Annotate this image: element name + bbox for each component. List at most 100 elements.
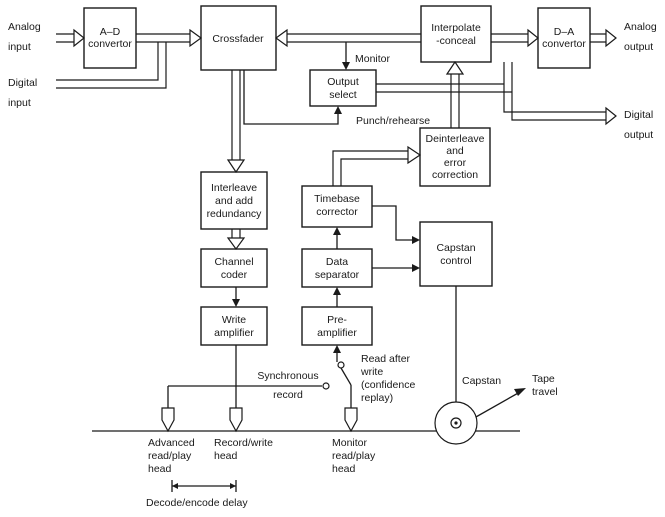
data-separator-box — [301, 248, 373, 288]
ao-line-2: output — [624, 41, 653, 53]
tape-travel-arrowhead — [514, 388, 526, 396]
capstan-control-box — [419, 221, 493, 287]
wa-line-2: amplifier — [214, 327, 254, 339]
separator-to-timebase-arrowhead — [333, 227, 341, 235]
analog-output-label: Analog output — [624, 21, 657, 53]
record-head-icon — [229, 407, 243, 433]
pre-amplifier-label: Pre-amplifier — [317, 314, 357, 339]
sr-line-1: Synchronous — [257, 370, 318, 382]
crossfader-line: Crossfader — [212, 33, 264, 45]
sr-line-2: record — [273, 389, 303, 401]
il-line-3: redundancy — [207, 208, 263, 220]
dgi-line-1: Digital — [8, 77, 37, 89]
channel-coder-box — [200, 248, 268, 288]
interpolate-label: Interpolate-conceal — [431, 22, 481, 47]
digital-output-bus — [376, 62, 608, 121]
analog-output-arrowhead — [605, 28, 617, 48]
da-to-output-bus — [590, 33, 608, 43]
rh-line-1: Record/write — [214, 437, 273, 449]
ch-line-2: coder — [221, 269, 248, 281]
timebase-to-capstan-line — [372, 205, 414, 241]
da-convertor-box — [537, 7, 591, 69]
pa-line-1: Pre- — [327, 314, 347, 326]
crossfader-box — [200, 5, 277, 71]
timebase-to-capstan-arrowhead — [412, 236, 420, 244]
cc-line-1: Capstan — [436, 242, 475, 254]
interleave-box — [200, 171, 268, 230]
ad-line-1: A–D — [100, 26, 121, 38]
raw-line-2: write — [360, 366, 383, 378]
coder-to-write-arrowhead — [232, 299, 240, 307]
tb-line-2: corrector — [316, 206, 358, 218]
analog-input-arrowhead — [73, 28, 85, 48]
punch-rehearse-arrowhead — [334, 106, 342, 114]
interp-to-crossfader-arrowhead — [274, 28, 288, 48]
punch-rehearse-line — [243, 70, 339, 125]
deinterleave-to-interp-bus — [450, 72, 460, 128]
mh-line-1: Monitor — [332, 437, 368, 449]
crossfader-to-interleave-bus — [231, 70, 241, 162]
mh-line-2: read/play — [332, 450, 376, 462]
punch-rehearse-label: Punch/rehearse — [356, 115, 430, 127]
di-line-3: error — [444, 157, 467, 169]
timebase-to-deinterleave-arrowhead — [407, 145, 422, 165]
raw-line-1: Read after — [361, 353, 411, 365]
tt-line-1: Tape — [532, 373, 555, 385]
ai-line-1: Analog — [8, 21, 41, 33]
raw-line-3: (confidence — [361, 379, 415, 391]
ds-line-1: Data — [326, 256, 348, 268]
di-line-4: correction — [432, 169, 478, 181]
deinterleave-box — [419, 127, 491, 187]
ao-line-1: Analog — [624, 21, 657, 33]
interp-line-1: Interpolate — [431, 22, 481, 34]
interp-line-2: -conceal — [436, 35, 476, 47]
adh-line-1: Advanced — [148, 437, 195, 449]
adh-line-2: read/play — [148, 450, 192, 462]
delay-arrow-right — [230, 483, 236, 489]
tb-line-1: Timebase — [314, 193, 360, 205]
interp-to-da-bus — [491, 33, 530, 43]
advanced-head-icon — [161, 407, 175, 433]
crossfader-to-interleave-arrowhead — [226, 159, 246, 174]
deinterleave-to-interp-arrowhead — [445, 60, 465, 75]
il-line-1: Interleave — [211, 182, 257, 194]
output-select-box — [309, 69, 377, 107]
di-line-1: Deinterleave — [426, 133, 485, 145]
monitor-head-icon — [344, 407, 358, 433]
il-line-2: and add — [215, 195, 253, 207]
ad-line-2: convertor — [88, 38, 132, 50]
interp-to-crossfader-bus — [285, 33, 421, 43]
mh-line-3: head — [332, 463, 356, 475]
da-line-2: convertor — [542, 38, 586, 50]
crossfader-label: Crossfader — [212, 33, 264, 45]
cc-line-2: control — [440, 255, 472, 267]
da-line-1: D–A — [554, 26, 574, 38]
decode-delay-label: Decode/encode delay — [146, 497, 248, 509]
do-line-1: Digital — [624, 109, 653, 121]
raw-switch-contact — [337, 361, 345, 369]
analog-input-bus — [56, 33, 76, 43]
synchronous-record-label: Synchronous record — [257, 370, 318, 401]
pre-amplifier-box — [301, 306, 373, 346]
pa-line-2: amplifier — [317, 327, 357, 339]
ad-to-crossfader-bus — [136, 33, 192, 43]
preamp-to-separator-arrowhead — [333, 287, 341, 295]
raw-switch-blade — [340, 367, 352, 386]
timebase-to-deinterleave-bus — [332, 150, 410, 186]
monitor-label: Monitor — [355, 53, 391, 65]
ds-line-2: separator — [315, 269, 360, 281]
